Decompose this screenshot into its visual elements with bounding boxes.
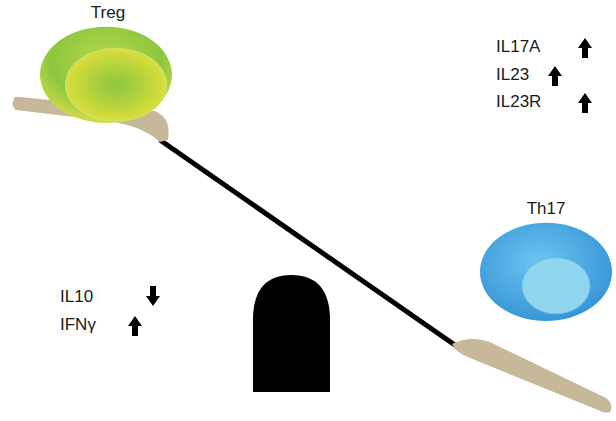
up-arrow — [578, 38, 592, 58]
cytokine-label: IL23 — [496, 66, 529, 85]
beam — [160, 140, 462, 350]
change-arrows — [128, 38, 592, 336]
cell-shape — [478, 200, 614, 322]
cell-nucleus — [66, 49, 166, 121]
cell-body — [480, 223, 612, 321]
cell-body — [40, 27, 172, 123]
cell-label: Th17 — [478, 200, 614, 219]
up-arrow — [548, 66, 562, 86]
cell-node: Treg — [38, 4, 178, 124]
cytokine-label: IL10 — [60, 288, 93, 307]
up-arrow — [128, 316, 142, 336]
cytokine-label: IL17A — [496, 38, 540, 57]
fulcrum — [253, 275, 330, 392]
cytokine-label: IL23R — [496, 93, 541, 112]
cell-label: Treg — [38, 4, 178, 23]
down-arrow — [146, 286, 160, 306]
cell-node: Th17 — [478, 200, 614, 322]
seat-right — [452, 339, 611, 413]
cytokine-label: IFNγ — [60, 316, 96, 335]
cell-nucleus — [522, 258, 590, 314]
up-arrow — [578, 93, 592, 113]
